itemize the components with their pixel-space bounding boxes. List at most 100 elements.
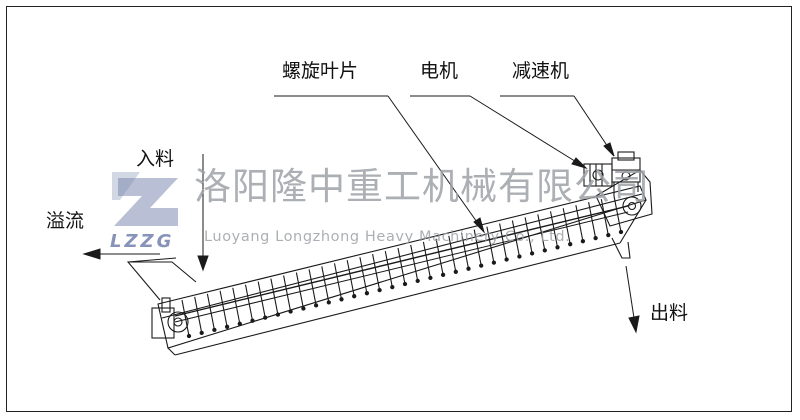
motor-shaft-icon: [592, 169, 604, 181]
blade-tip: [466, 266, 471, 271]
spiral-blade: [244, 284, 254, 321]
blade-tip: [529, 251, 535, 256]
spiral-blade: [359, 257, 368, 294]
blade-tip: [313, 303, 319, 308]
motor-arrowhead: [571, 157, 588, 170]
spiral-blade: [537, 214, 546, 251]
blade-tip: [377, 287, 382, 293]
spiral-blade: [460, 232, 470, 269]
spiral-blade: [257, 281, 266, 318]
blade-arrowhead: [473, 217, 486, 234]
blade-tip: [224, 324, 230, 329]
blade-tip: [275, 312, 281, 317]
blade-tip: [440, 272, 446, 277]
label-spiral-blade: 螺旋叶片: [282, 60, 359, 82]
spiral-blade: [219, 290, 228, 327]
blade-tip: [555, 245, 560, 250]
blade-tip: [237, 321, 242, 326]
blade-tip: [606, 232, 611, 238]
spiral-blade: [422, 241, 431, 279]
discharge-arrow-line: [625, 265, 635, 319]
spiral-blade: [588, 201, 597, 239]
spiral-blade: [410, 244, 419, 282]
reducer-arrowhead: [603, 142, 615, 157]
label-discharge: 出料: [650, 302, 689, 324]
spiral-blade: [524, 217, 533, 254]
company-logo: [112, 172, 178, 226]
upper-drive-frame: [595, 169, 653, 227]
upper-bearing-icon: [622, 196, 642, 216]
spiral-blades: [181, 195, 624, 339]
spiral-blade: [549, 211, 559, 248]
spiral-blade: [270, 278, 279, 315]
blade-tip: [428, 275, 433, 281]
spiral-blade: [486, 226, 495, 263]
spiral-blade: [613, 195, 622, 233]
blade-tip: [402, 281, 408, 287]
logo-z-icon: [114, 178, 178, 226]
blade-tip: [339, 297, 344, 302]
spiral-blade: [600, 198, 609, 236]
blade-tip: [263, 315, 268, 320]
reducer-output-icon: [621, 171, 631, 181]
spiral-blade: [397, 247, 406, 285]
lower-bearing-icon: [167, 311, 189, 333]
spiral-blade: [575, 205, 584, 242]
blade-tip: [199, 330, 204, 336]
spiral-blade: [372, 253, 381, 291]
blade-tip: [352, 294, 357, 299]
blade-tip: [491, 260, 497, 265]
blade-tip: [415, 278, 420, 284]
blade-tip: [326, 300, 331, 305]
spiral-blade: [181, 299, 190, 337]
label-reducer: 减速机: [512, 60, 570, 82]
blade-tip: [593, 235, 598, 241]
spiral-blade: [206, 293, 215, 331]
overflow-weir: [126, 261, 197, 301]
spiral-blade: [346, 260, 355, 297]
spiral-blade: [511, 220, 520, 257]
blade-leader-line: [387, 95, 485, 233]
blade-tip: [212, 327, 217, 333]
label-overflow: 溢流: [46, 210, 85, 232]
spiral-blade: [283, 275, 292, 312]
diagram-border: [6, 6, 792, 412]
blade-tip: [288, 309, 293, 314]
watermark-company-en: Luoyang Longzhong Heavy Machinery Co., L…: [204, 229, 571, 245]
blade-tip: [580, 239, 586, 244]
spiral-blade: [448, 235, 457, 272]
blade-tip: [390, 284, 395, 290]
discharge-arrowhead: [628, 315, 640, 334]
spiral-blade: [295, 272, 304, 309]
motor-leader-line: [469, 95, 587, 169]
blade-tip: [504, 257, 509, 262]
spiral-blade: [308, 269, 317, 306]
spiral-shaft: [174, 205, 629, 317]
blade-tip: [618, 229, 624, 235]
blade-tip: [568, 242, 573, 247]
blade-tip: [542, 248, 547, 253]
spiral-blade: [333, 263, 343, 300]
spiral-blade: [499, 223, 508, 260]
blade-tip: [479, 263, 484, 268]
trough-inner-line: [161, 193, 643, 319]
spiral-blade: [321, 266, 330, 303]
spiral-blade: [194, 296, 203, 334]
label-feed: 入料: [136, 148, 175, 170]
blade-tip: [517, 254, 522, 259]
trough-bottom-line: [174, 242, 621, 356]
overflow-arrowhead: [82, 248, 101, 260]
blade-tip: [364, 291, 370, 296]
logo-text: LZZG: [110, 231, 175, 252]
blade-tip: [250, 318, 255, 323]
blade-tip: [186, 333, 192, 339]
spiral-blade: [384, 250, 393, 288]
blade-tip: [453, 269, 458, 274]
feed-arrowhead: [197, 255, 209, 272]
spiral-blade: [435, 238, 444, 275]
discharge-chute: [611, 237, 631, 259]
spiral-blade: [562, 208, 571, 245]
label-motor: 电机: [420, 60, 459, 82]
